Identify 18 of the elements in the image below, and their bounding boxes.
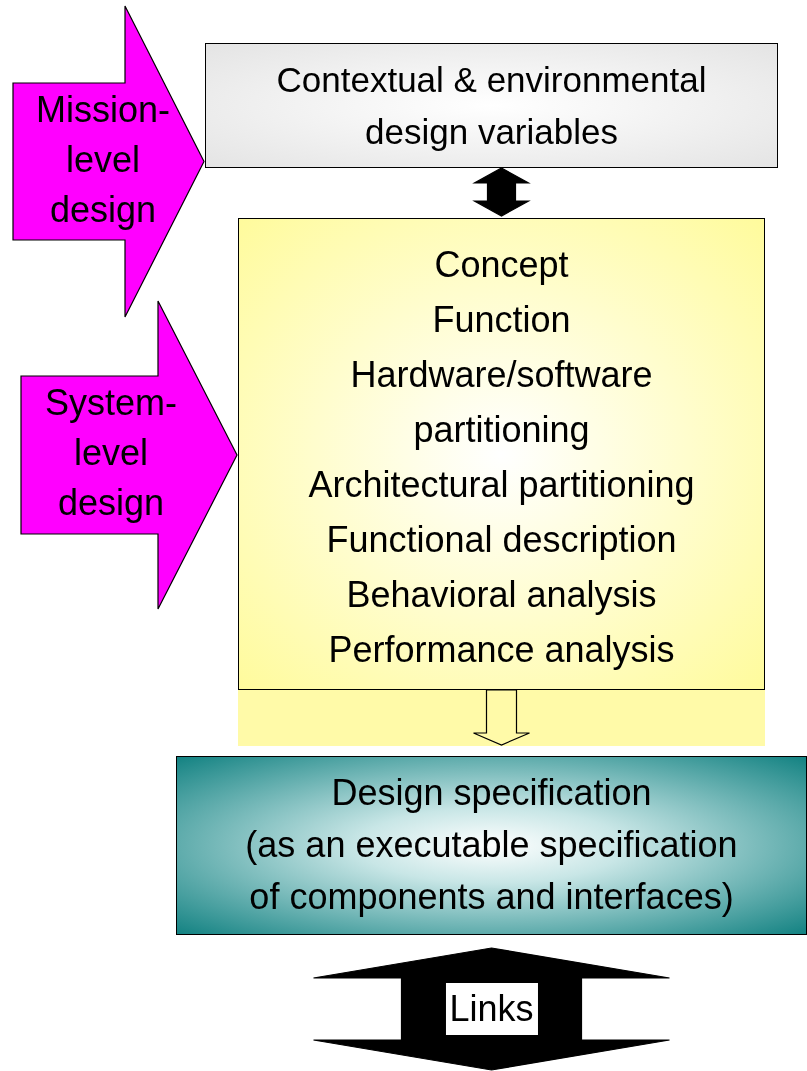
node-text: Design specification (331, 771, 652, 815)
arrow-label: Mission-level design (35, 88, 171, 232)
node-text: Behavioral analysis (346, 573, 657, 617)
block-arrow (472, 167, 531, 217)
process-box (176, 756, 807, 935)
node-text: Performance analysis (328, 628, 675, 672)
edge-label: Links (445, 983, 538, 1035)
arrow-label: System-level design (44, 381, 178, 525)
node-text: Hardware/software partitioning (349, 353, 654, 452)
node-text: Functional description (326, 518, 677, 562)
node-text: Function (432, 298, 571, 342)
node-text: (as an executable specification of components and interfaces) (244, 823, 739, 919)
block-arrow (472, 689, 531, 746)
step-list-box (238, 218, 765, 690)
node-text: Architectural partitioning (308, 463, 695, 507)
node-text: Contextual & environmental design variables (275, 58, 708, 153)
process-box (205, 43, 778, 168)
node-text: Concept (434, 243, 569, 287)
